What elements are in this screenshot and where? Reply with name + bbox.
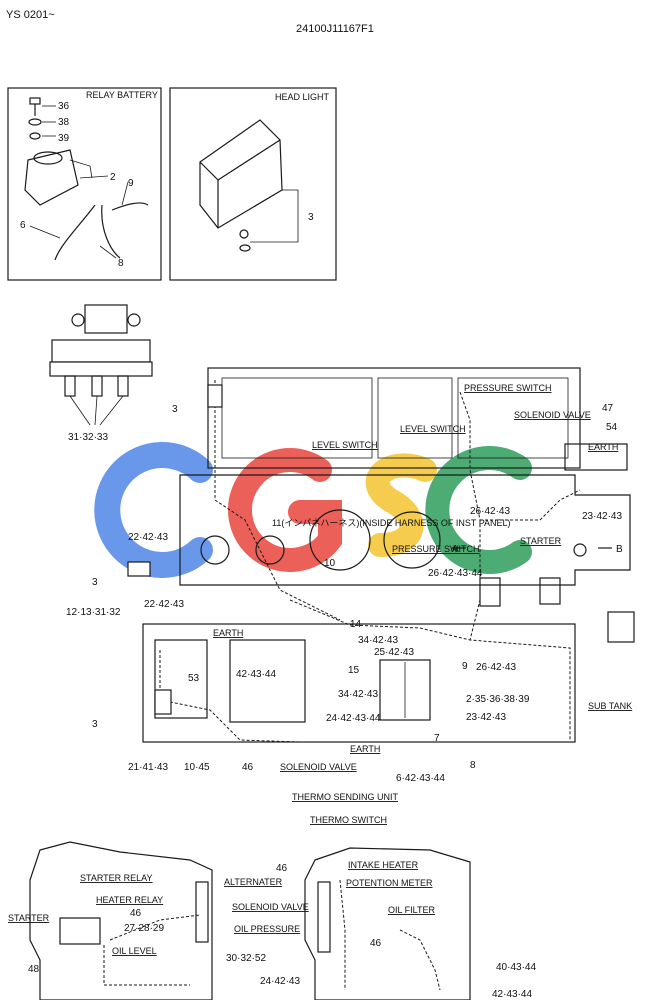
serial-range: YS 0201~	[6, 9, 55, 21]
callout-26-42-43-lower: 26·42·43	[476, 662, 516, 673]
label-earth-left: EARTH	[213, 628, 243, 638]
callout-15: 15	[348, 665, 360, 676]
head-light-callout-3: 3	[308, 212, 314, 223]
label-alternater: ALTERNATER	[224, 877, 283, 887]
label-oil-pressure: OIL PRESSURE	[234, 924, 300, 934]
callout-3-lamp: 3	[92, 577, 98, 588]
callout-9-main: 9	[462, 661, 468, 672]
label-inside-harness: 11(インパネハーネス)(INSIDE HARNESS OF INST PANE…	[272, 518, 511, 528]
label-earth-bottom: EARTH	[350, 744, 380, 754]
main-harness: A B PRESSURE SWITCH LEVEL SWITCH LEVEL S…	[66, 367, 635, 784]
callout-8: 8	[118, 258, 124, 269]
callout-3-cab: 3	[172, 404, 178, 415]
engine-callout-46-c: 46	[370, 938, 382, 949]
engine-callout-48: 48	[28, 964, 40, 975]
callout-2-35-36-38-39: 2·35·36·38·39	[466, 694, 530, 705]
inset-relay-battery: RELAY BATTERY 36 38 39 2 9 6 8	[7, 87, 162, 281]
label-earth-right: EARTH	[588, 442, 618, 452]
head-light-title: HEAD LIGHT	[275, 92, 330, 102]
engine-harness: STARTER RELAY HEATER RELAY ALTERNATER SO…	[8, 792, 536, 1000]
label-level-switch-left: LEVEL SWITCH	[312, 440, 378, 450]
callout-24-42-43-44: 24·42·43·44	[326, 713, 381, 724]
callout-9: 9	[128, 178, 134, 189]
label-intake-heater: INTAKE HEATER	[348, 860, 419, 870]
engine-callout-42-43-44: 42·43·44	[492, 989, 532, 1000]
part-number: 24100J11167F1	[296, 23, 374, 35]
inset-head-light: HEAD LIGHT 3	[169, 87, 337, 281]
label-oil-level: OIL LEVEL	[112, 946, 157, 956]
callout-22-42-43-lower: 22·42·43	[144, 599, 184, 610]
engine-callout-27-28-29: 27·28·29	[124, 923, 164, 934]
label-pressure-switch-mid: PRESSURE SWITCH	[392, 544, 480, 554]
label-starter-engine: STARTER	[8, 913, 50, 923]
callout-26-42-43-44: 26·42·43·44	[428, 568, 483, 579]
callout-10: 10	[324, 558, 336, 569]
label-oil-filter: OIL FILTER	[388, 905, 436, 915]
arrow-a-label: A	[452, 544, 459, 555]
label-pressure-switch-top: PRESSURE SWITCH	[464, 383, 552, 393]
arrow-b-label: B	[616, 544, 623, 555]
callout-23-42-43-lower: 23·42·43	[466, 712, 506, 723]
label-solenoid-valve-bottom: SOLENOID VALVE	[280, 762, 357, 772]
callout-34-42-43-top: 34·42·43	[358, 635, 398, 646]
callout-34-42-43-lower: 34·42·43	[338, 689, 378, 700]
callout-6: 6	[20, 220, 26, 231]
relay-detail: 31·32·33	[49, 304, 153, 443]
callout-7: 7	[434, 733, 440, 744]
callout-6-42-43-44: 6·42·43·44	[396, 773, 445, 784]
label-starter-relay: STARTER RELAY	[80, 873, 153, 883]
callout-10-45: 10·45	[184, 762, 210, 773]
relay-callout-31-32-33: 31·32·33	[68, 432, 108, 443]
relay-battery-title: RELAY BATTERY	[86, 90, 158, 100]
callout-25-42-43: 25·42·43	[374, 647, 414, 658]
label-heater-relay: HEATER RELAY	[96, 895, 163, 905]
engine-callout-40-43-44: 40·43·44	[496, 962, 536, 973]
engine-callout-46-b: 46	[130, 908, 142, 919]
callout-47: 47	[602, 403, 614, 414]
callout-8-main: 8	[470, 760, 476, 771]
label-solenoid-valve-top: SOLENOID VALVE	[514, 410, 591, 420]
callout-42-43-44-main: 42·43·44	[236, 669, 276, 680]
label-solenoid-valve-engine: SOLENOID VALVE	[232, 902, 309, 912]
callout-46-main: 46	[242, 762, 254, 773]
callout-21-41-43: 21·41·43	[128, 762, 168, 773]
engine-callout-30-32-52: 30·32·52	[226, 953, 266, 964]
callout-36: 36	[58, 101, 70, 112]
label-level-switch-right: LEVEL SWITCH	[400, 424, 466, 434]
callout-12-13-31-32: 12·13·31·32	[66, 607, 121, 618]
engine-callout-24-42-43: 24·42·43	[260, 976, 300, 987]
label-starter-right: STARTER	[520, 536, 562, 546]
callout-38: 38	[58, 117, 70, 128]
callout-53: 53	[188, 673, 200, 684]
label-thermo-sending-unit: THERMO SENDING UNIT	[292, 792, 399, 802]
label-thermo-switch: THERMO SWITCH	[310, 815, 387, 825]
engine-callout-46-a: 46	[276, 863, 288, 874]
callout-39: 39	[58, 133, 70, 144]
callout-54: 54	[606, 422, 618, 433]
callout-26-42-43-top: 26·42·43	[470, 506, 510, 517]
callout-2: 2	[110, 172, 116, 183]
callout-23-42-43-top: 23·42·43	[582, 511, 622, 522]
callout-3-lower: 3	[92, 719, 98, 730]
label-potention-meter: POTENTION METER	[346, 878, 433, 888]
label-sub-tank: SUB TANK	[588, 701, 632, 711]
callout-22-42-43-left: 22·42·43	[128, 532, 168, 543]
callout-14: 14	[350, 619, 362, 630]
